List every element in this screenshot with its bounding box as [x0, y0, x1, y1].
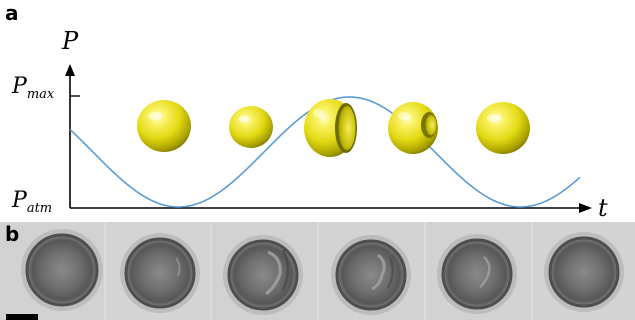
- frame-4: [319, 222, 425, 320]
- p-max-label: Pmax: [11, 74, 55, 102]
- frame-3: [212, 222, 318, 320]
- frame-2: [106, 222, 211, 320]
- x-axis-label: t: [598, 194, 608, 222]
- frame-5: [426, 222, 532, 320]
- y-axis-arrowhead: [65, 64, 75, 76]
- bubble-3-open-shell: [304, 99, 357, 157]
- y-axis-label: P: [61, 27, 79, 55]
- scale-bar: [6, 314, 38, 320]
- p-atm-label: Patm: [11, 188, 52, 216]
- panel-b: b: [0, 222, 635, 320]
- bubble-1: [137, 100, 191, 152]
- frame-6: [533, 222, 635, 320]
- panel-a-label: a: [5, 1, 19, 25]
- x-axis-arrowhead: [579, 203, 592, 213]
- panel-b-label: b: [5, 222, 19, 246]
- bubble-5: [476, 102, 530, 154]
- bubble-2: [229, 106, 273, 148]
- bubble-4-open-shell: [388, 102, 438, 154]
